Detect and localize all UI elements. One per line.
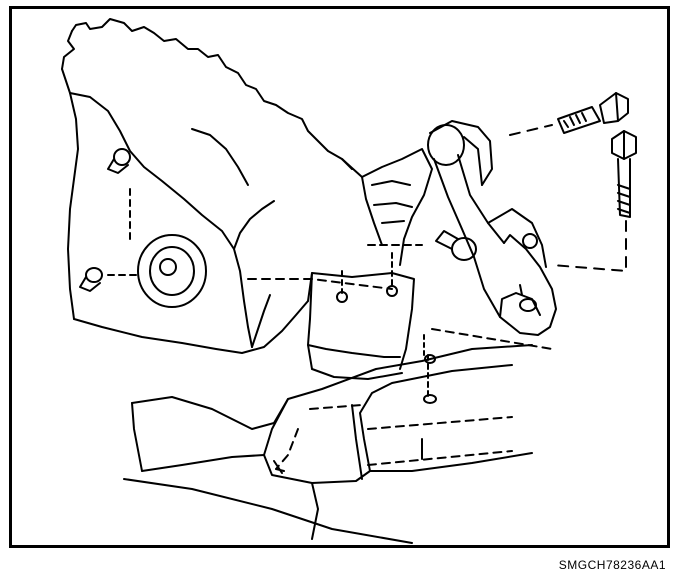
exploded-view-drawing xyxy=(61,18,637,544)
engine-mount-bracket xyxy=(307,148,433,380)
vertical-bolt xyxy=(551,130,637,272)
frame-crossmember xyxy=(123,334,533,544)
engine-mount xyxy=(427,120,557,350)
through-bolt xyxy=(509,92,629,136)
illustration-frame xyxy=(9,6,670,548)
figure-id-label: SMGCH78236AA1 xyxy=(558,558,666,572)
engine-block xyxy=(61,18,393,354)
